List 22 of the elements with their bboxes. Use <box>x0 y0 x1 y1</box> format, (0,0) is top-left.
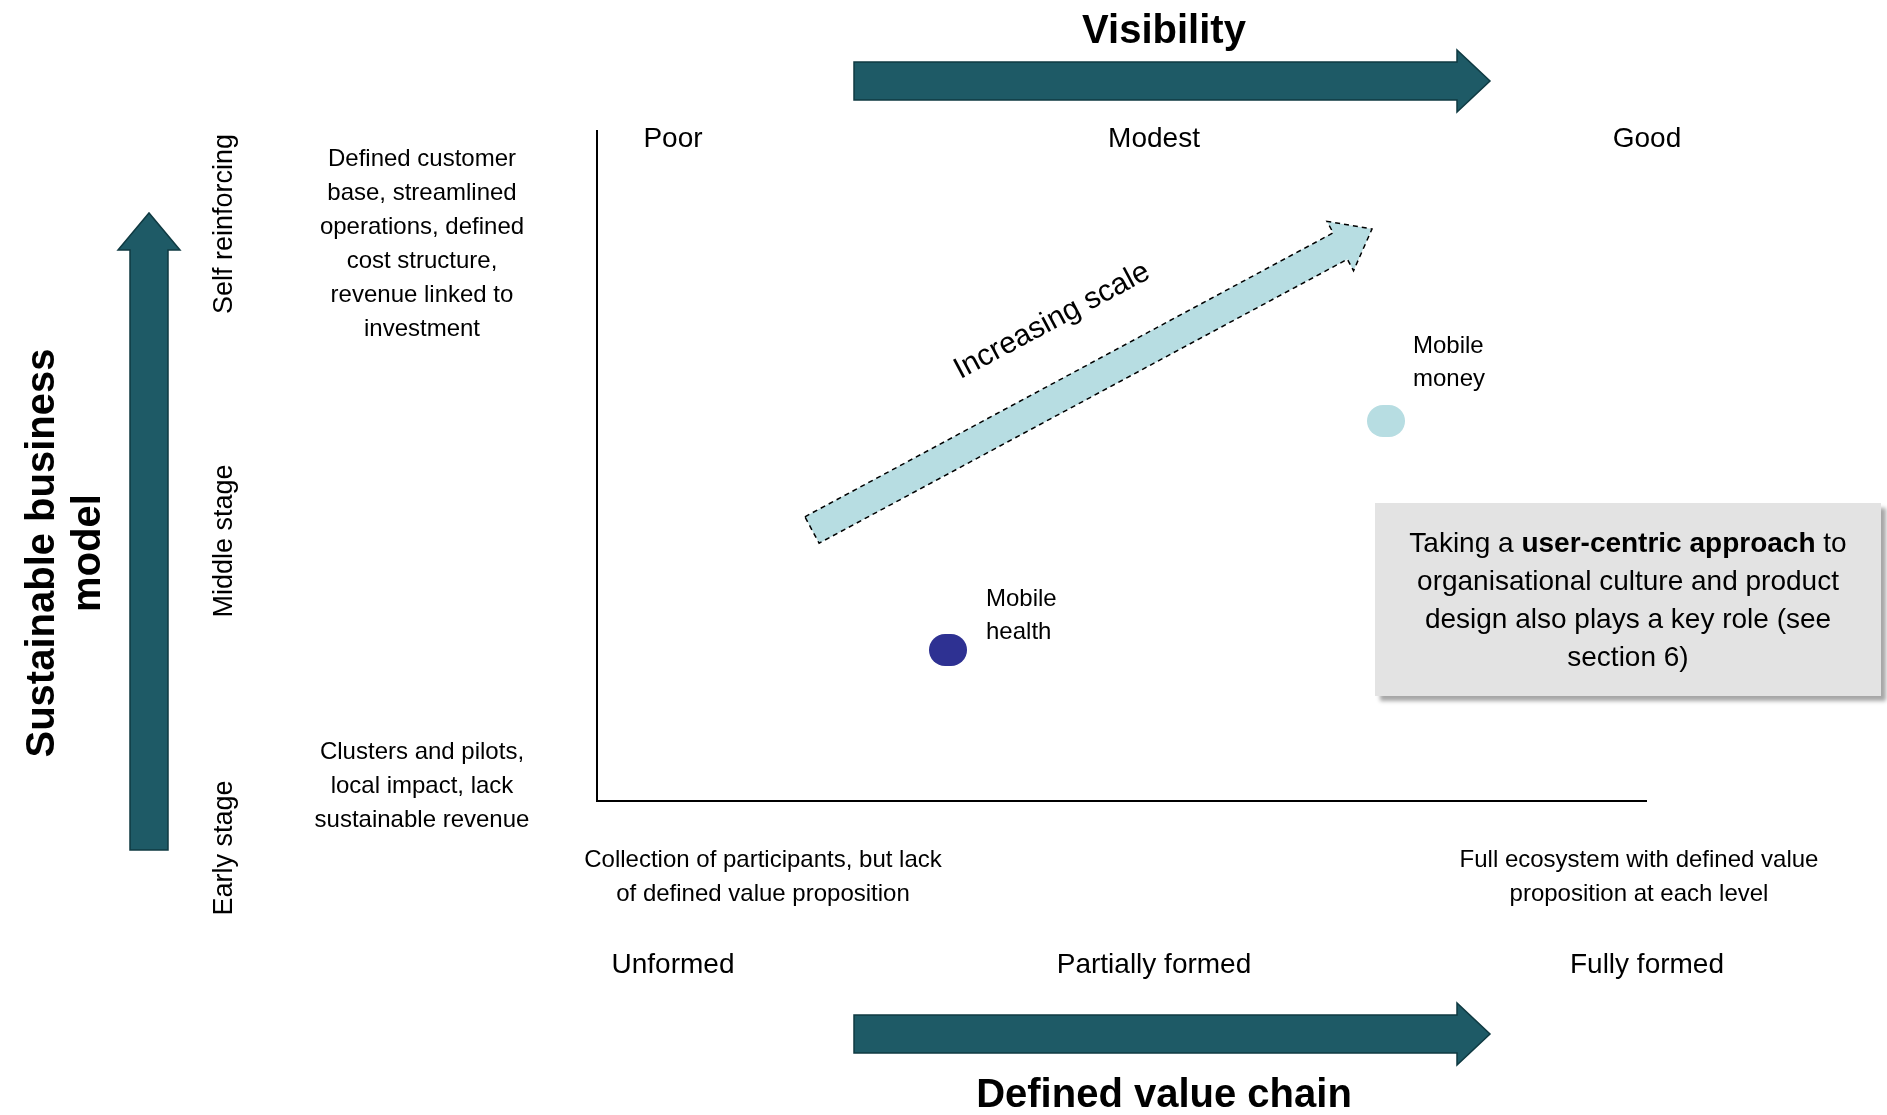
axis-title: Defined value chain <box>976 1070 1352 1115</box>
axis-title: Visibility <box>1082 6 1246 53</box>
point-label: Mobile money <box>1413 330 1487 393</box>
axis-level-label: Fully formed <box>1570 947 1724 981</box>
axis-level-label: Unformed <box>611 947 735 981</box>
stage-description: Defined customer base, streamlined operations, defined cost structure, revenue linked to investment <box>318 143 526 343</box>
stage-label: Self reinforcing <box>206 133 239 315</box>
stage-description: Clusters and pilots, local impact, lack sustainable revenue <box>313 736 531 834</box>
stage-label: Middle stage <box>206 464 239 618</box>
axis-level-label: Partially formed <box>1056 947 1252 981</box>
axis-level-label: Modest <box>1108 121 1200 155</box>
data-point <box>929 634 967 666</box>
axis-description: Full ecosystem with defined value proposition at each level <box>1458 844 1820 908</box>
axis-title: Sustainable business model <box>17 347 109 760</box>
callout-box <box>1375 503 1881 696</box>
data-point <box>1367 405 1405 437</box>
axis-description: Collection of participants, but lack of defined value proposition <box>583 844 943 908</box>
callout-text: Taking a user-centric approach to organisational culture and product design also plays a key role (see section 6) <box>1408 525 1848 674</box>
axis-level-label: Good <box>1612 121 1682 155</box>
point-label: Mobile health <box>986 583 1058 646</box>
axis-level-label: Poor <box>643 121 703 155</box>
stage-label: Early stage <box>206 780 239 916</box>
